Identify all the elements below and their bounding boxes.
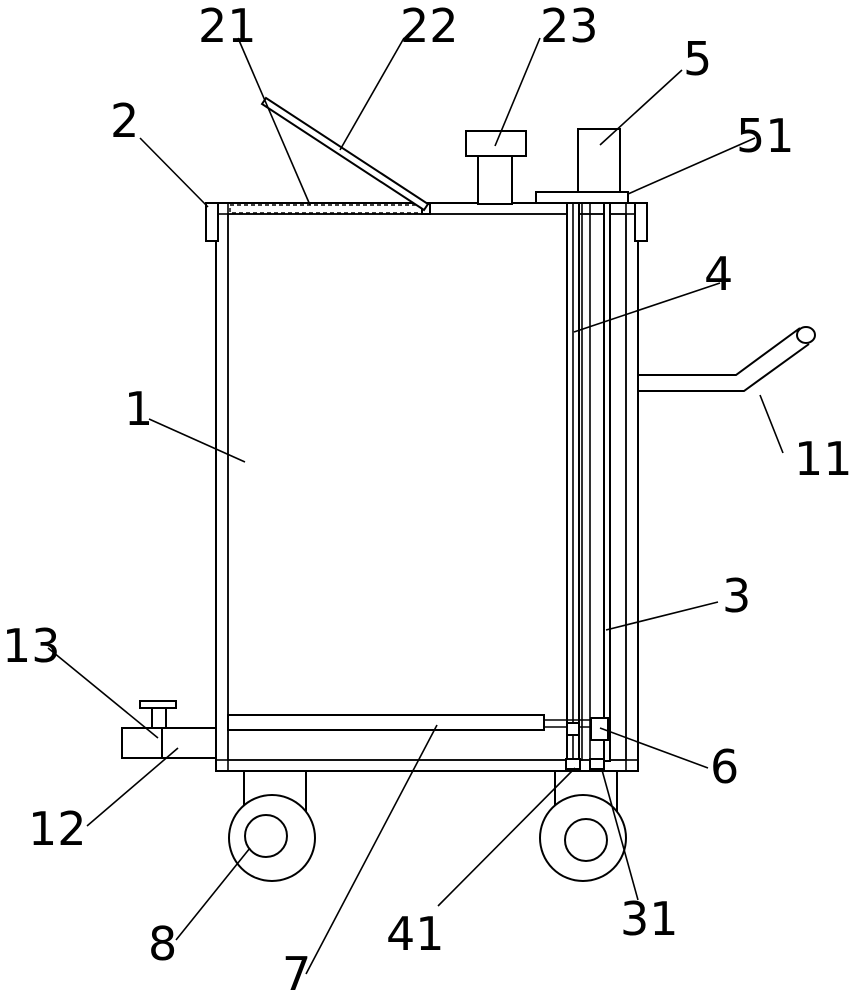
label-1: 1 xyxy=(124,382,153,436)
handle xyxy=(638,326,816,392)
lid-rim xyxy=(205,202,648,242)
sleeve xyxy=(581,202,611,762)
label-11: 11 xyxy=(794,432,849,486)
wheel-right xyxy=(539,771,627,882)
label-2: 2 xyxy=(110,94,139,148)
label-51: 51 xyxy=(736,109,795,163)
shaft xyxy=(566,202,580,762)
leader-lines xyxy=(47,37,784,975)
label-8: 8 xyxy=(148,917,177,971)
feed-flap xyxy=(260,96,430,212)
label-21: 21 xyxy=(198,0,257,53)
label-7: 7 xyxy=(282,947,311,1000)
label-6: 6 xyxy=(710,740,739,794)
outlet-valve xyxy=(121,700,217,759)
motor xyxy=(535,128,629,204)
gear-block xyxy=(590,717,609,741)
label-4: 4 xyxy=(704,247,733,301)
label-22: 22 xyxy=(400,0,459,53)
label-12: 12 xyxy=(28,802,87,856)
feed-opening xyxy=(229,203,431,215)
wheel-left xyxy=(228,771,316,882)
label-23: 23 xyxy=(540,0,599,53)
label-31: 31 xyxy=(620,892,679,946)
label-3: 3 xyxy=(722,569,751,623)
label-5: 5 xyxy=(683,32,712,86)
scraper-bar xyxy=(227,714,592,736)
label-41: 41 xyxy=(386,907,445,961)
label-13: 13 xyxy=(2,619,61,673)
